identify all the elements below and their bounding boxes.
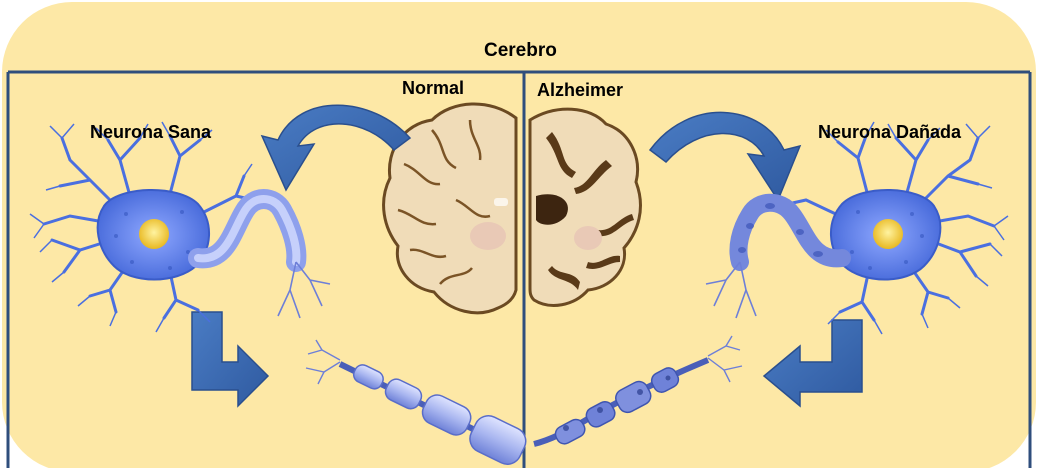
page-title: Cerebro bbox=[484, 40, 557, 62]
normal-label: Normal bbox=[402, 78, 464, 99]
healthy-neuron-label: Neurona Sana bbox=[90, 122, 211, 143]
damaged-neuron-label: Neurona Dañada bbox=[818, 122, 961, 143]
alzheimer-label: Alzheimer bbox=[537, 80, 623, 101]
